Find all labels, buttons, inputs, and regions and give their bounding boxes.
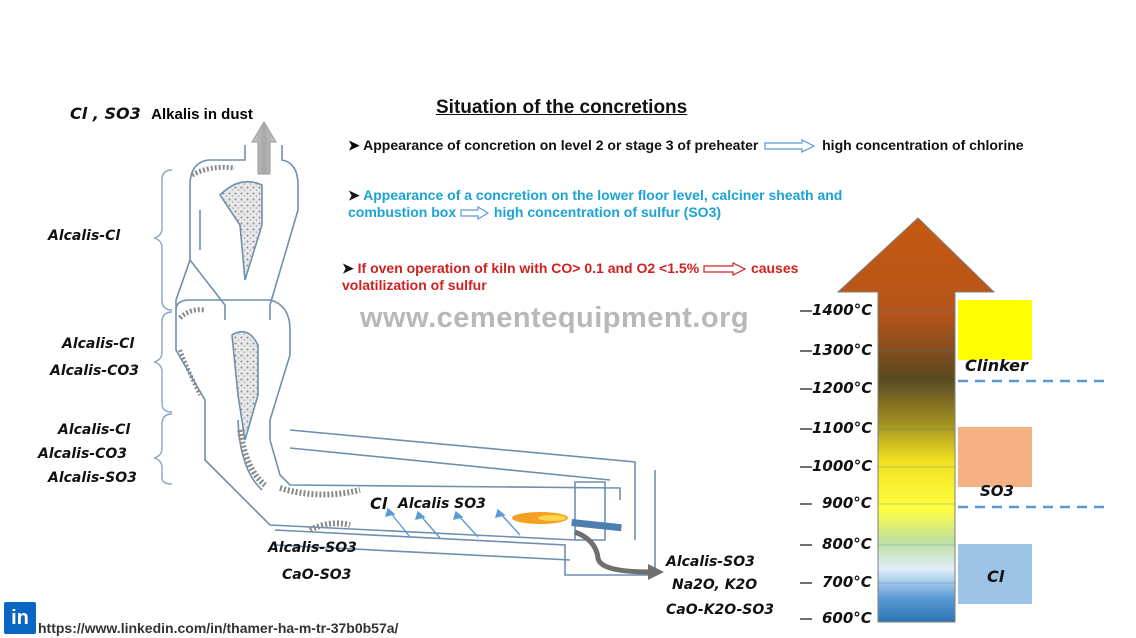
note-1-arrow-icon [764,139,816,154]
riser-duct [204,419,636,541]
diagram-title: Situation of the concretions [436,97,688,118]
temp-label-700: 700°C [822,573,872,591]
deposit-stage-1 [190,164,236,178]
label-stage3-co3: Alcalis-CO3 [38,446,128,462]
watermark: www.cementequipment.org [360,302,750,334]
dust-label: Cl , SO3 Alkalis in dust [70,104,253,124]
deposit-stage-3 [237,429,267,488]
linkedin-url-link[interactable]: https://www.linkedin.com/in/thamer-ha-m-… [38,620,399,636]
label-out-na2o-k2o: Na2O, K2O [672,577,758,593]
note-2-result: high concentration of sulfur (SO3) [493,204,722,220]
label-stage3-cl: Alcalis-Cl [58,422,131,438]
note-3-arrow-icon [703,262,747,277]
temp-label-1300: 1300°C [812,341,873,359]
zone-label-cl: Cl [987,567,1005,586]
temp-label-600: 600°C [822,609,872,627]
dust-species: Cl , SO3 [70,104,141,123]
note-3-result: causes volatilization of sulfur [342,260,799,293]
linkedin-icon[interactable]: in [4,602,36,634]
label-inlet-cao-so3: CaO-SO3 [282,567,352,583]
note-1-text: Appearance of concretion on level 2 or s… [363,137,759,153]
zone-label-clinker: Clinker [965,356,1028,375]
note-2-text: Appearance of a concretion on the lower … [348,187,843,220]
temperature-arrow-icon [836,217,996,623]
note-2-bullet-icon: ➤ [348,187,360,203]
temp-label-1000: 1000°C [812,457,873,475]
deposit-inlet [279,485,361,498]
temp-label-800: 800°C [822,535,872,553]
temp-label-1100: 1100°C [812,419,873,437]
clinker-output-arrow-icon [574,529,651,575]
label-stage1-cl: Alcalis-Cl [48,228,121,244]
note-2-arrow-icon [460,206,490,221]
label-inlet-alcalis-so3: Alcalis-SO3 [268,540,357,556]
exhaust-arrow-icon [251,121,277,175]
note-1-bullet-icon: ➤ [348,137,360,153]
burner-icon [571,518,622,532]
note-2: ➤ Appearance of a concretion on the lowe… [348,187,858,221]
label-out-cao-k2o-so3: CaO-K2O-SO3 [666,602,774,618]
cyclone-stage-1 [175,145,299,330]
note-3-bullet-icon: ➤ [342,260,354,276]
note-1-result: high concentration of chlorine [822,137,1024,153]
stage-braces [153,169,173,485]
note-1: ➤ Appearance of concretion on level 2 or… [348,137,1068,154]
label-kiln-alcalis-so3: Alcalis SO3 [398,496,486,512]
gas-flow-arrows [384,507,521,539]
label-kiln-cl: Cl [370,494,388,513]
label-stage2-cl: Alcalis-Cl [62,336,135,352]
zone-label-so3: SO3 [980,482,1014,500]
note-3: ➤ If oven operation of kiln with CO> 0.1… [342,260,832,294]
temp-label-900: 900°C [822,494,872,512]
label-out-alcalis-so3: Alcalis-SO3 [666,554,755,570]
deposit-stage-2 [178,307,206,320]
zone-clinker-box [958,300,1032,360]
label-stage3-so3: Alcalis-SO3 [48,470,137,486]
zone-cl-box [958,544,1032,604]
zone-so3-box [958,427,1032,487]
label-stage2-co3: Alcalis-CO3 [50,363,140,379]
temperature-ticks [800,310,812,620]
dust-text: Alkalis in dust [151,106,253,123]
note-3-text: If oven operation of kiln with CO> 0.1 a… [357,260,700,276]
cyclone-stage-2 [175,299,291,441]
temp-label-1400: 1400°C [812,301,873,319]
temp-label-1200: 1200°C [812,379,873,397]
